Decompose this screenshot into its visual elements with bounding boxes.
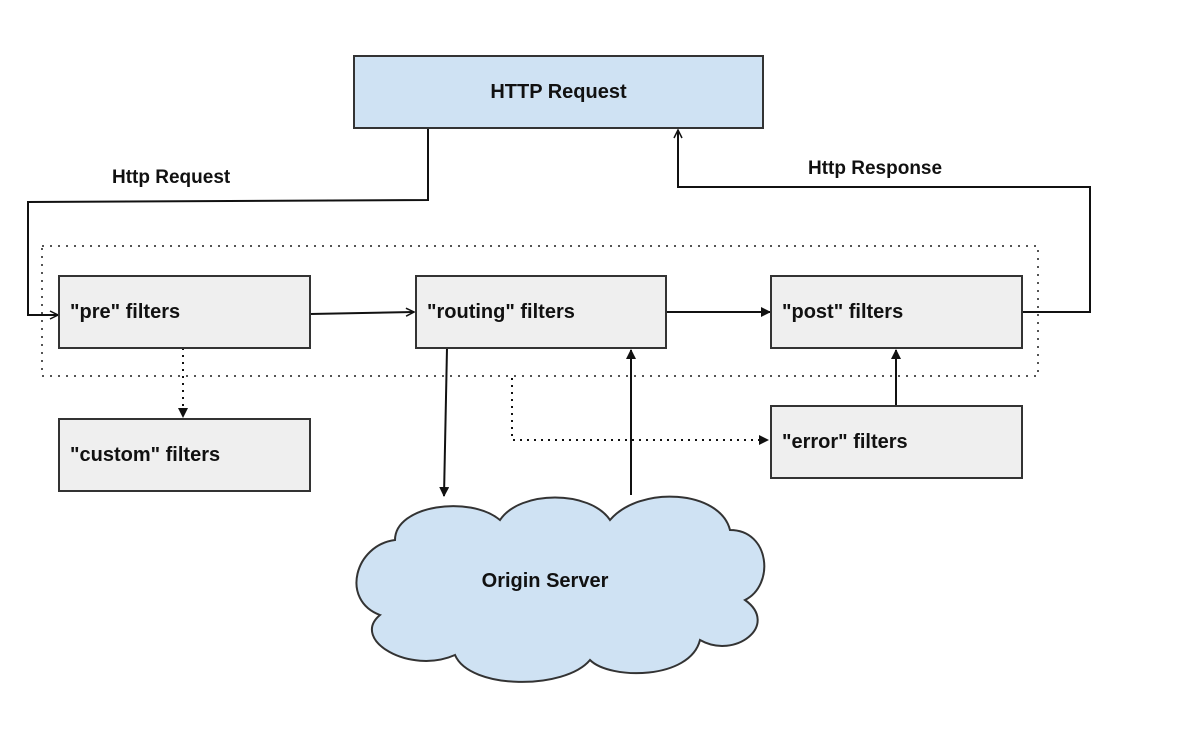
post-filters-label: "post" filters — [782, 300, 904, 323]
routing-filters-label: "routing" filters — [427, 300, 575, 323]
edge-pre-to-routing — [309, 312, 414, 314]
http-request-box: HTTP Request — [353, 55, 764, 129]
pre-filters-label: "pre" filters — [70, 300, 181, 323]
filter-group-outline — [41, 245, 1039, 377]
origin-server-cloud — [355, 495, 766, 683]
error-filters-box: "error" filters — [770, 405, 1023, 479]
routing-filters-box: "routing" filters — [415, 275, 667, 349]
origin-server-label: Origin Server — [481, 570, 609, 592]
custom-filters-box: "custom" filters — [58, 418, 311, 492]
edge-post-to-response — [678, 130, 1091, 313]
edge-request-to-pre — [27, 128, 429, 315]
edge-group-to-error — [511, 378, 769, 445]
http-request-edge-label: Http Request — [112, 167, 231, 188]
error-filters-label: "error" filters — [782, 430, 908, 453]
post-filters-box: "post" filters — [770, 275, 1023, 349]
http-request-box-label: HTTP Request — [490, 80, 627, 103]
http-response-edge-label: Http Response — [808, 158, 943, 179]
edge-routing-to-origin — [439, 347, 450, 497]
pre-filters-box: "pre" filters — [58, 275, 311, 349]
custom-filters-label: "custom" filters — [70, 443, 221, 466]
